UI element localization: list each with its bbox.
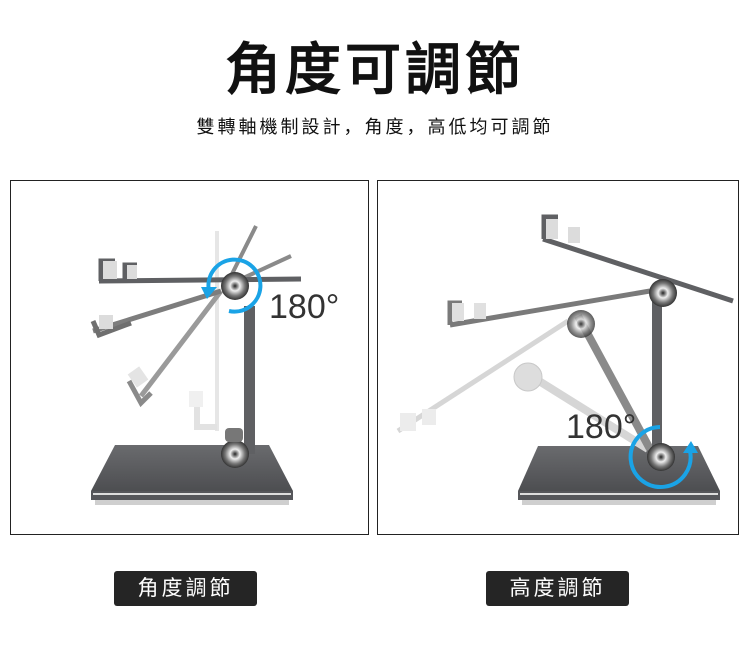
height-adjustment-caption: 高度調節 — [486, 571, 629, 606]
rotate-clockwise-arrow-icon — [628, 425, 693, 489]
height-stand-illustration — [396, 214, 734, 505]
angle-degree-label: 180° — [566, 408, 637, 446]
height-adjustment-panel: 180° — [377, 180, 739, 535]
angle-stand-illustration — [90, 225, 302, 505]
angle-adjustment-panel: 180° — [10, 180, 369, 535]
page-title: 角度可調節 — [225, 38, 525, 103]
page-subtitle: 雙轉軸機制設計，角度，高低均可調節 — [196, 117, 554, 138]
angle-adjustment-caption: 角度調節 — [114, 571, 257, 606]
angle-degree-label: 180° — [269, 288, 340, 326]
rotate-counterclockwise-arrow-icon — [206, 257, 263, 314]
